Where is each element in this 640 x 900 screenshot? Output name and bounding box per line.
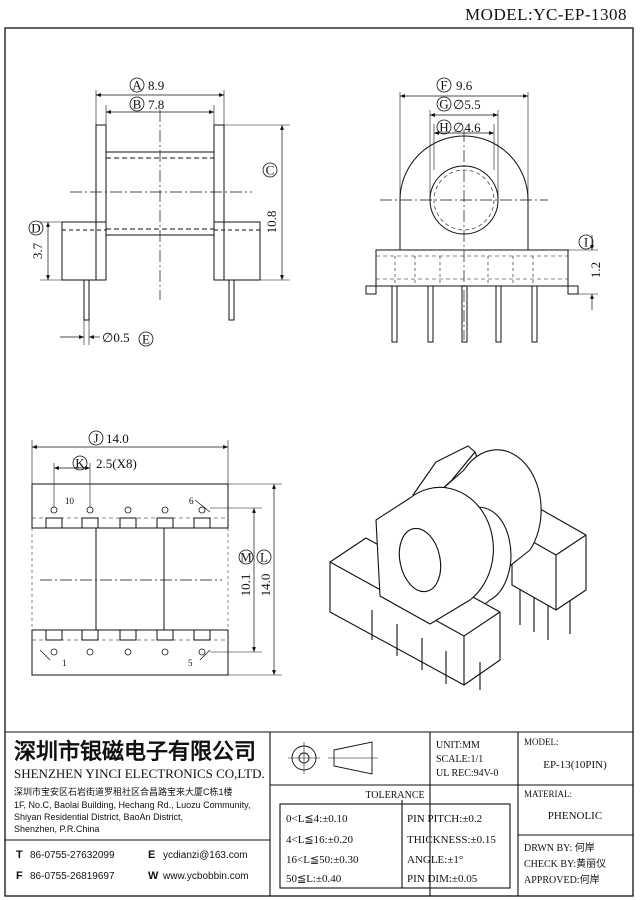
svg-text:3.7: 3.7 xyxy=(30,242,45,259)
pin-dim-text: PIN DIM:±0.05 xyxy=(407,873,478,885)
ul-text: UL REC:94V-0 xyxy=(436,768,498,779)
fax-value: 86-0755-26819697 xyxy=(30,871,115,882)
svg-text:10.8: 10.8 xyxy=(264,211,279,234)
svg-text:14.0: 14.0 xyxy=(258,574,273,597)
pin-holes xyxy=(50,506,206,656)
pin-pitch-text: PIN PITCH:±0.2 xyxy=(407,813,482,825)
web-label: W xyxy=(148,870,159,882)
svg-text:D: D xyxy=(31,221,40,236)
svg-text:A: A xyxy=(132,78,142,93)
pin-label-10: 10 xyxy=(65,496,75,506)
svg-text:∅0.5: ∅0.5 xyxy=(102,330,130,345)
svg-text:H: H xyxy=(439,120,448,135)
scale-text: SCALE:1/1 xyxy=(436,754,483,765)
pin-label-5: 5 xyxy=(188,658,193,668)
side-view xyxy=(365,92,598,343)
email-label: E xyxy=(148,849,155,861)
dim-k-label: K 2.5(X8) xyxy=(72,456,137,471)
model-box-label: MODEL: xyxy=(524,737,559,747)
svg-text:B: B xyxy=(133,97,142,112)
svg-text:1.2: 1.2 xyxy=(588,262,603,278)
svg-text:M: M xyxy=(240,550,252,565)
title-block-frame xyxy=(5,731,633,896)
tolerance-row-4: 50≦L:±0.40 xyxy=(286,873,342,885)
svg-text:8.9: 8.9 xyxy=(148,78,164,93)
drawn-by: DRWN BY: 何岸 xyxy=(524,841,595,854)
svg-text:2.5(X8): 2.5(X8) xyxy=(96,456,137,471)
model-header: MODEL:YC-EP-1308 xyxy=(465,5,627,24)
unit-text: UNIT:MM xyxy=(436,740,480,751)
svg-text:K: K xyxy=(75,456,85,471)
pin-label-1: 1 xyxy=(62,658,67,668)
company-name-cn: 深圳市银磁电子有限公司 xyxy=(14,739,256,764)
svg-text:I: I xyxy=(584,235,588,250)
dim-j-label: J 14.0 xyxy=(88,431,129,446)
svg-text:7.8: 7.8 xyxy=(148,97,164,112)
material-label: MATERIAL: xyxy=(524,789,572,799)
dim-h-label: H ∅4.6 xyxy=(436,120,481,135)
approved-by: APPROVED:何岸 xyxy=(524,873,600,886)
fax-label: F xyxy=(16,870,23,882)
svg-text:F: F xyxy=(440,78,447,93)
svg-text:C: C xyxy=(266,163,275,178)
tolerance-row-3: 16<L≦50:±0.30 xyxy=(286,854,359,866)
dim-d-label: D 3.7 xyxy=(28,221,45,259)
dim-b-label: B 7.8 xyxy=(129,97,164,112)
isometric-view xyxy=(329,445,587,690)
sheet-frame xyxy=(4,27,634,897)
dim-a-label: A 8.9 xyxy=(129,78,164,93)
tolerance-row-1: 0<L≦4:±0.10 xyxy=(286,813,348,825)
address-en-1: 1F, No.C, Baolai Building, Hechang Rd., … xyxy=(14,800,250,810)
svg-text:G: G xyxy=(439,97,448,112)
tel-label: T xyxy=(16,849,23,861)
dim-i-label: I 1.2 xyxy=(578,235,603,278)
front-view xyxy=(40,90,290,345)
tel-value: 86-0755-27632099 xyxy=(30,850,115,861)
web-value: www.ycbobbin.com xyxy=(162,871,249,882)
dim-l-label: L 14.0 xyxy=(256,550,273,597)
dim-c-label: C 10.8 xyxy=(262,163,279,234)
angle-text: ANGLE:±1° xyxy=(407,854,463,866)
material-value: PHENOLIC xyxy=(548,810,602,822)
bottom-view xyxy=(31,440,282,676)
svg-text:10.1: 10.1 xyxy=(238,574,253,597)
svg-text:9.6: 9.6 xyxy=(456,78,473,93)
dim-f-label: F 9.6 xyxy=(436,78,473,93)
email-value: ycdianzi@163.com xyxy=(163,850,248,861)
tolerance-row-2: 4<L≦16:±0.20 xyxy=(286,834,353,846)
address-en-3: Shenzhen, P.R.China xyxy=(14,824,99,834)
thickness-text: THICKNESS:±0.15 xyxy=(407,834,496,846)
dim-g-label: G ∅5.5 xyxy=(436,97,481,112)
tolerance-title: TOLERANCE xyxy=(365,790,424,801)
address-en-2: Shiyan Residential District, BaoAn Distr… xyxy=(14,812,183,822)
company-name-en: SHENZHEN YINCI ELECTRONICS CO,LTD. xyxy=(14,766,265,781)
dim-e-label: ∅0.5 E xyxy=(102,330,154,347)
svg-text:∅5.5: ∅5.5 xyxy=(453,97,481,112)
projection-symbol-icon xyxy=(288,741,378,775)
svg-text:L: L xyxy=(260,550,268,565)
svg-text:∅4.6: ∅4.6 xyxy=(453,120,481,135)
pin-label-6: 6 xyxy=(189,496,194,506)
svg-text:E: E xyxy=(142,332,150,347)
address-cn: 深圳市宝安区石岩街道罗租社区合昌路宝来大厦C栋1楼 xyxy=(14,786,233,797)
svg-text:14.0: 14.0 xyxy=(106,431,129,446)
dim-m-label: M 10.1 xyxy=(238,550,254,597)
checked-by: CHECK BY:黄丽仪 xyxy=(524,857,606,870)
model-box-value: EP-13(10PIN) xyxy=(543,759,607,771)
svg-text:J: J xyxy=(93,431,98,446)
